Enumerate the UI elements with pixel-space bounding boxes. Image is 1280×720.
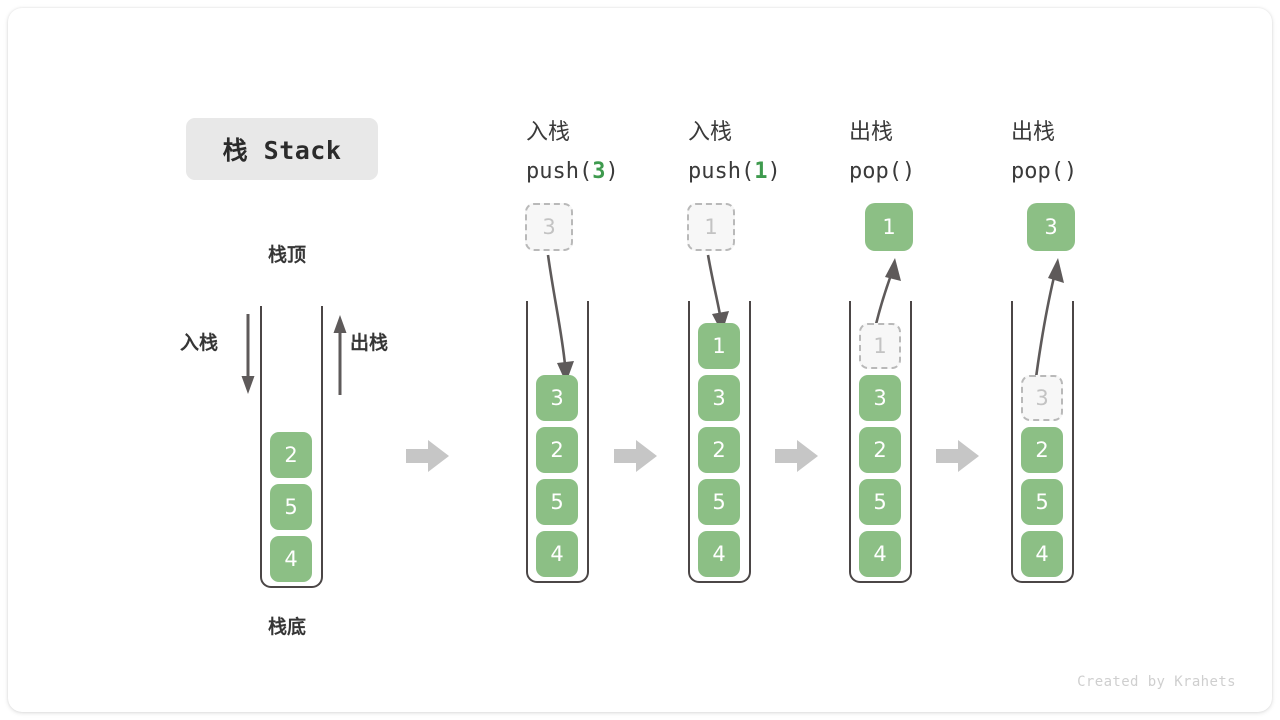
fn-arg: 3 (592, 159, 606, 184)
stack-top-label: 栈顶 (268, 244, 307, 266)
stack-container (849, 301, 912, 583)
stack-bottom-label: 栈底 (268, 616, 307, 638)
push-curve-arrow-icon (706, 254, 729, 333)
step-header: 出栈 pop() (1011, 113, 1077, 191)
stack-cell: 4 (270, 536, 312, 582)
step-header: 出栈 pop() (849, 113, 915, 191)
pop-up-arrow-icon (333, 315, 347, 395)
stack-cell: 4 (698, 531, 740, 577)
fn-suffix: ) (767, 159, 781, 184)
step-column-pop-3: 出栈 pop() 3 3 2 5 4 (1011, 113, 1131, 593)
step-column-push-3: 入栈 push(3) 3 3 2 5 4 (525, 113, 646, 593)
step-arrow-icon (614, 440, 657, 472)
fn-prefix: push( (688, 159, 755, 184)
stack-cell-list: 3 2 5 4 (1021, 375, 1063, 577)
stack-ghost-cell: 1 (859, 323, 901, 369)
footer-credit: Created by Krahets (1077, 674, 1236, 690)
stack-cell: 5 (270, 484, 312, 530)
step-header-fn: push(3) (526, 152, 619, 191)
popped-cell: 1 (865, 203, 913, 251)
stack-container (1011, 301, 1074, 583)
fn-suffix: ) (605, 159, 619, 184)
fn-suffix: ) (1063, 159, 1078, 184)
stack-cell: 3 (698, 375, 740, 421)
stack-cell: 4 (1021, 531, 1063, 577)
stack-ghost-cell: 3 (1021, 375, 1063, 421)
stack-cell: 2 (270, 432, 312, 478)
stack-cell: 3 (859, 375, 901, 421)
stack-cell: 4 (536, 531, 578, 577)
stack-cell: 5 (536, 479, 578, 525)
fn-prefix: pop( (849, 159, 902, 184)
step-header-cn: 出栈 (1011, 120, 1056, 145)
step-header: 入栈 push(3) (526, 113, 619, 191)
pop-direction-label: 出栈 (350, 332, 389, 354)
fn-suffix: ) (901, 159, 916, 184)
step-header-cn: 入栈 (688, 120, 733, 145)
step-arrow-icon (406, 440, 449, 472)
diagram-card: 栈 Stack 栈顶 入栈 出栈 2 5 4 栈底 (8, 8, 1272, 712)
step-header-fn: pop() (849, 152, 915, 191)
step-header-cn: 入栈 (526, 120, 571, 145)
page-title-badge: 栈 Stack (186, 118, 378, 180)
floating-ghost-cell: 1 (687, 203, 735, 251)
stack-cell: 2 (698, 427, 740, 473)
stack-cell: 1 (698, 323, 740, 369)
stack-cell-list: 3 2 5 4 (536, 375, 578, 577)
stack-cell: 2 (536, 427, 578, 473)
push-direction-label: 入栈 (180, 332, 219, 354)
floating-ghost-cell: 3 (525, 203, 573, 251)
popped-cell: 3 (1027, 203, 1075, 251)
stack-container (526, 301, 589, 583)
stack-cell: 3 (536, 375, 578, 421)
step-header-fn: push(1) (688, 152, 781, 191)
step-header-cn: 出栈 (849, 120, 894, 145)
stack-cell: 5 (1021, 479, 1063, 525)
stack-cell: 5 (698, 479, 740, 525)
push-curve-arrow-icon (546, 254, 574, 383)
step-header: 入栈 push(1) (688, 113, 781, 191)
stack-cell: 2 (859, 427, 901, 473)
stack-cell: 2 (1021, 427, 1063, 473)
push-down-arrow-icon (241, 314, 255, 394)
fn-prefix: push( (526, 159, 593, 184)
overview-cell-list: 2 5 4 (270, 432, 312, 582)
stack-cell: 5 (859, 479, 901, 525)
step-column-push-1: 入栈 push(1) 1 1 3 2 5 4 (687, 113, 808, 593)
fn-prefix: pop( (1011, 159, 1064, 184)
overview-stack-group: 栈顶 入栈 出栈 2 5 4 栈底 (168, 240, 428, 660)
overview-stack-container (260, 306, 323, 588)
step-header-fn: pop() (1011, 152, 1077, 191)
step-arrow-icon (936, 440, 979, 472)
step-arrow-icon (775, 440, 818, 472)
step-column-pop-1: 出栈 pop() 1 1 3 2 5 4 (849, 113, 969, 593)
stack-cell: 4 (859, 531, 901, 577)
fn-arg: 1 (754, 159, 768, 184)
stack-container (688, 301, 751, 583)
stack-cell-list: 1 3 2 5 4 (859, 323, 901, 577)
stack-cell-list: 1 3 2 5 4 (698, 323, 740, 577)
